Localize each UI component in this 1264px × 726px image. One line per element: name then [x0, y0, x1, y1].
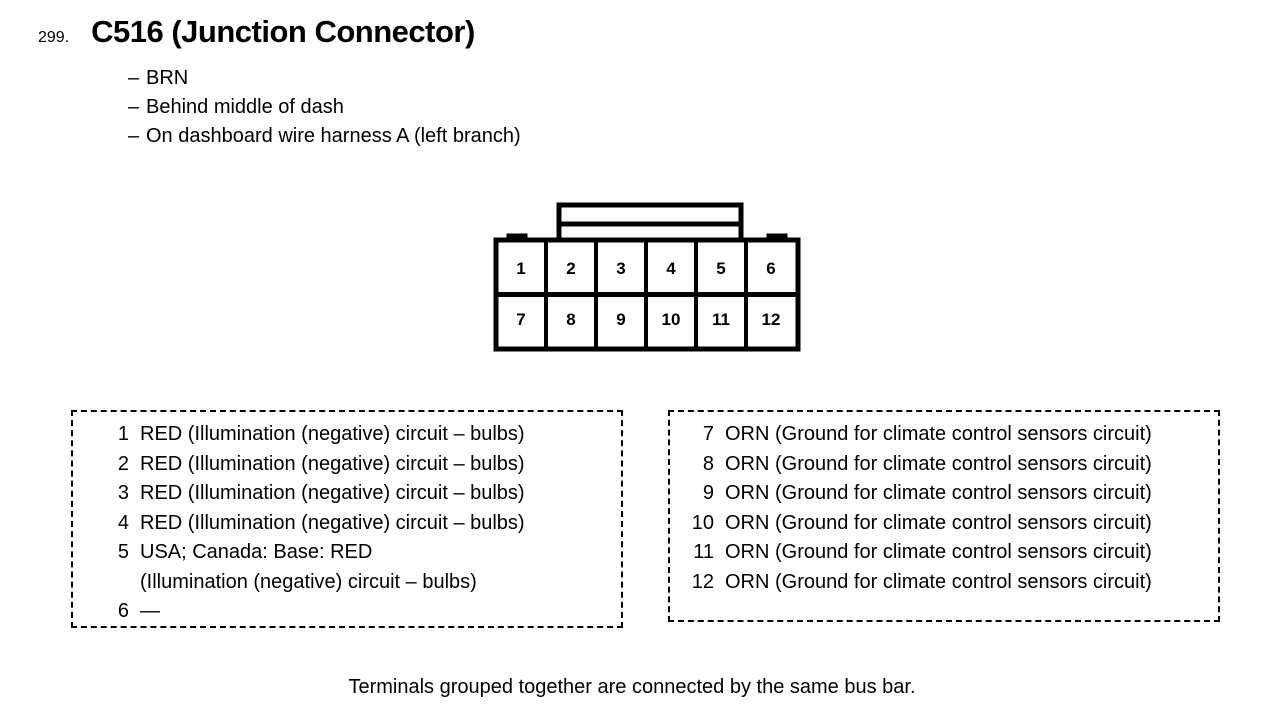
terminal-label: 2 — [566, 259, 575, 278]
terminal-label: 1 — [516, 259, 525, 278]
page-title: 299. C516 (Junction Connector) — [38, 14, 475, 50]
pin-description-line: USA; Canada: Base: RED — [140, 541, 373, 563]
pin-description: RED (Illumination (negative) circuit – b… — [140, 482, 525, 504]
pin-list-right: 7 ORN (Ground for climate control sensor… — [688, 420, 1152, 597]
terminal-label: 9 — [616, 310, 625, 329]
list-item: – BRN — [128, 64, 521, 93]
pin-description-continuation: (Illumination (negative) circuit – bulbs… — [140, 570, 477, 593]
list-item: 9 ORN (Ground for climate control sensor… — [688, 479, 1152, 509]
pin-number: 1 — [117, 423, 129, 445]
terminal-label: 11 — [712, 310, 730, 329]
connector-column-dividers — [544, 242, 748, 347]
list-item: – On dashboard wire harness A (left bran… — [128, 122, 521, 151]
list-item: 11 ORN (Ground for climate control senso… — [688, 538, 1152, 568]
connector-bottom-row-labels: 7 8 9 10 11 12 — [516, 310, 780, 329]
list-item: 8 ORN (Ground for climate control sensor… — [688, 450, 1152, 480]
pin-description: ORN (Ground for climate control sensors … — [725, 570, 1152, 593]
connector-location: Behind middle of dash — [146, 96, 344, 118]
pin-number: 9 — [702, 482, 714, 504]
dash-bullet-icon: – — [128, 67, 140, 89]
list-item: 12 ORN (Ground for climate control senso… — [688, 568, 1152, 598]
terminal-label: 6 — [766, 259, 775, 278]
connector-harness: On dashboard wire harness A (left branch… — [146, 125, 521, 147]
pin-description: RED (Illumination (negative) circuit – b… — [140, 423, 525, 445]
pin-description: RED (Illumination (negative) circuit – b… — [140, 452, 525, 475]
pin-number: 6 — [117, 600, 129, 622]
terminal-label: 4 — [666, 259, 676, 278]
list-item: 3 RED (Illumination (negative) circuit –… — [103, 479, 525, 509]
pin-description: USA; Canada: Base: RED (Illumination (ne… — [140, 538, 477, 597]
pin-description: ORN (Ground for climate control sensors … — [725, 452, 1152, 475]
list-item: 7 ORN (Ground for climate control sensor… — [688, 420, 1152, 450]
terminal-label: 5 — [716, 259, 725, 278]
terminal-label: 3 — [616, 259, 625, 278]
pin-description: ORN (Ground for climate control sensors … — [725, 423, 1152, 445]
pin-number: 8 — [702, 452, 714, 475]
pin-group-box-left: 1 RED (Illumination (negative) circuit –… — [71, 410, 623, 628]
pin-number: 12 — [691, 570, 714, 593]
pin-description: ORN (Ground for climate control sensors … — [725, 511, 1152, 534]
pin-description: — — [140, 600, 160, 622]
list-item: – Behind middle of dash — [128, 93, 521, 122]
pin-number: 10 — [691, 511, 714, 534]
connector-face-diagram: 1 2 3 4 5 6 7 8 9 10 11 12 — [488, 198, 818, 358]
pin-number: 5 — [117, 541, 129, 563]
pin-number: 3 — [117, 482, 129, 504]
bus-bar-note: Terminals grouped together are connected… — [348, 676, 916, 698]
list-item: 2 RED (Illumination (negative) circuit –… — [103, 450, 525, 480]
pin-number: 4 — [117, 511, 129, 534]
pin-number: 11 — [693, 541, 714, 563]
connector-color: BRN — [146, 67, 189, 89]
list-item: 10 ORN (Ground for climate control senso… — [688, 509, 1152, 539]
pin-description: ORN (Ground for climate control sensors … — [725, 541, 1152, 563]
title-connector-name: C516 (Junction Connector) — [91, 14, 475, 49]
pin-number: 2 — [117, 452, 129, 475]
terminal-label: 10 — [662, 310, 681, 329]
title-item-number: 299. — [38, 29, 70, 46]
list-item: 6 — — [103, 597, 525, 627]
dash-bullet-icon: – — [128, 96, 140, 118]
connector-attribute-list: – BRN – Behind middle of dash – On dashb… — [128, 64, 521, 151]
list-item: 1 RED (Illumination (negative) circuit –… — [103, 420, 525, 450]
dash-bullet-icon: – — [128, 125, 140, 147]
pin-number: 7 — [702, 423, 714, 445]
pin-list-left: 1 RED (Illumination (negative) circuit –… — [103, 420, 525, 627]
pin-description: ORN (Ground for climate control sensors … — [725, 482, 1152, 504]
terminal-label: 7 — [516, 310, 525, 329]
pin-description: RED (Illumination (negative) circuit – b… — [140, 511, 525, 534]
connector-top-row-labels: 1 2 3 4 5 6 — [516, 259, 775, 278]
list-item: 4 RED (Illumination (negative) circuit –… — [103, 509, 525, 539]
terminal-label: 12 — [762, 310, 781, 329]
list-item: 5 USA; Canada: Base: RED (Illumination (… — [103, 538, 525, 597]
pin-group-box-right: 7 ORN (Ground for climate control sensor… — [668, 410, 1220, 622]
terminal-label: 8 — [566, 310, 575, 329]
